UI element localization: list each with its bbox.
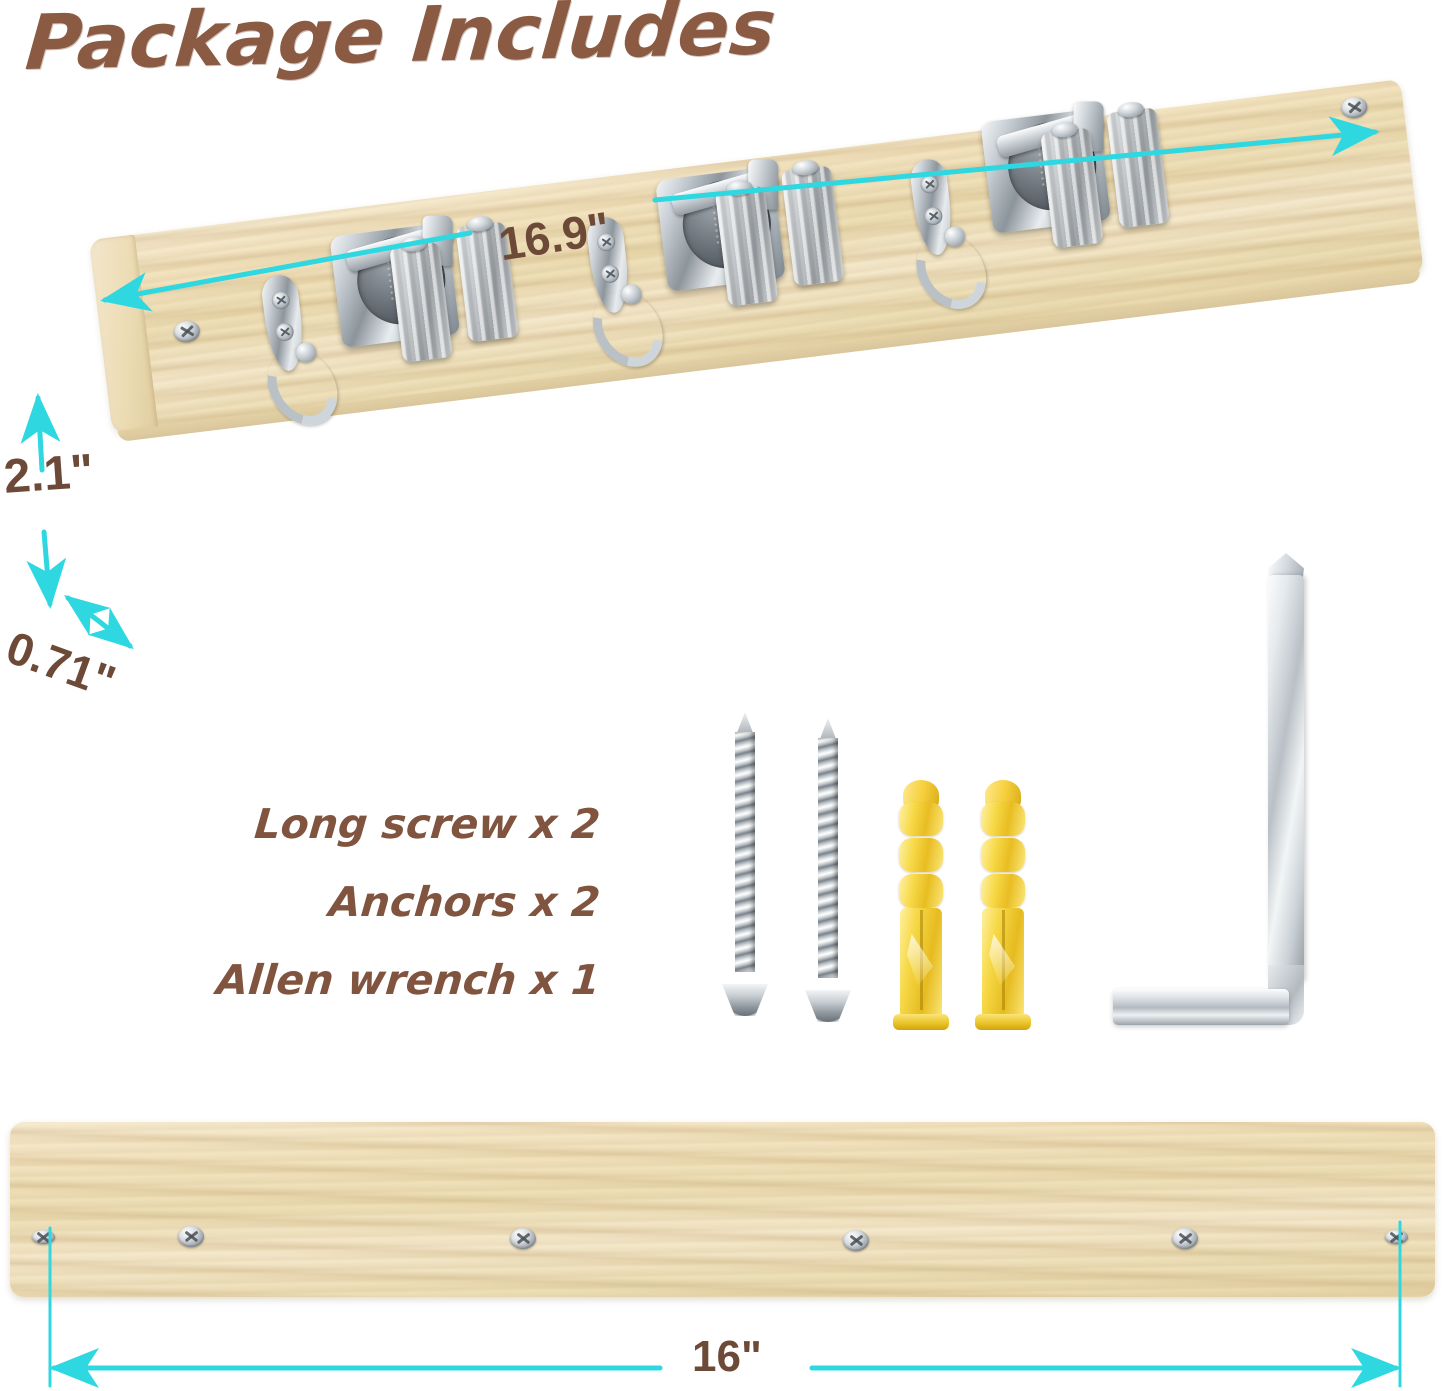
- parts-list-item: Allen wrench x 1: [214, 956, 603, 1004]
- anchor-rib: [899, 874, 943, 908]
- anchor-collar: [975, 1014, 1031, 1030]
- long-screw-illustration: [722, 712, 768, 1016]
- dimension-label-depth: 0.71": [0, 620, 123, 708]
- screw-threaded-shank: [735, 732, 755, 972]
- board-screw: [843, 1230, 869, 1251]
- rack-mop-holder: [654, 154, 855, 314]
- long-screw-illustration: [805, 718, 851, 1022]
- board-screw: [1172, 1228, 1198, 1249]
- screw-head: [722, 984, 768, 1016]
- wrench-long-arm: [1268, 575, 1304, 983]
- holder-gripper: [780, 165, 845, 287]
- anchor-rib: [981, 874, 1025, 908]
- anchor-collar: [893, 1014, 949, 1030]
- board-back-view: [10, 1122, 1435, 1297]
- hook-screw-icon: [599, 263, 621, 284]
- page-title: Package Includes: [22, 0, 780, 87]
- wrench-short-arm: [1113, 989, 1289, 1025]
- board-screw: [1385, 1230, 1408, 1244]
- anchor-rib: [981, 802, 1025, 836]
- anchor-rib: [981, 838, 1025, 872]
- holder-gripper: [1106, 107, 1170, 229]
- anchor-rib: [899, 838, 943, 872]
- parts-list-item: Long screw x 2: [252, 800, 603, 848]
- hook-screw-icon: [274, 321, 295, 342]
- dimension-label-height: 2.1": [2, 444, 96, 504]
- anchor-rib: [899, 802, 943, 836]
- dimension-label-board-length: 16": [692, 1332, 762, 1381]
- parts-list: Long screw x 2 Anchors x 2 Allen wrench …: [160, 800, 603, 1034]
- allen-wrench-illustration: [1105, 545, 1320, 1025]
- rack-wood-board: [89, 79, 1424, 442]
- screw-threaded-shank: [818, 738, 838, 978]
- hook-screw-icon: [919, 174, 940, 195]
- hook-screw-icon: [923, 206, 944, 227]
- rack-mop-holder: [980, 96, 1181, 256]
- wall-anchor-illustration: [893, 780, 949, 1030]
- parts-list-item: Anchors x 2: [327, 878, 603, 926]
- hook-screw-icon: [270, 290, 291, 311]
- board-screw: [178, 1226, 204, 1247]
- board-screw: [32, 1230, 55, 1244]
- screw-head: [805, 990, 851, 1022]
- board-screw: [510, 1228, 536, 1249]
- wall-anchor-illustration: [975, 780, 1031, 1030]
